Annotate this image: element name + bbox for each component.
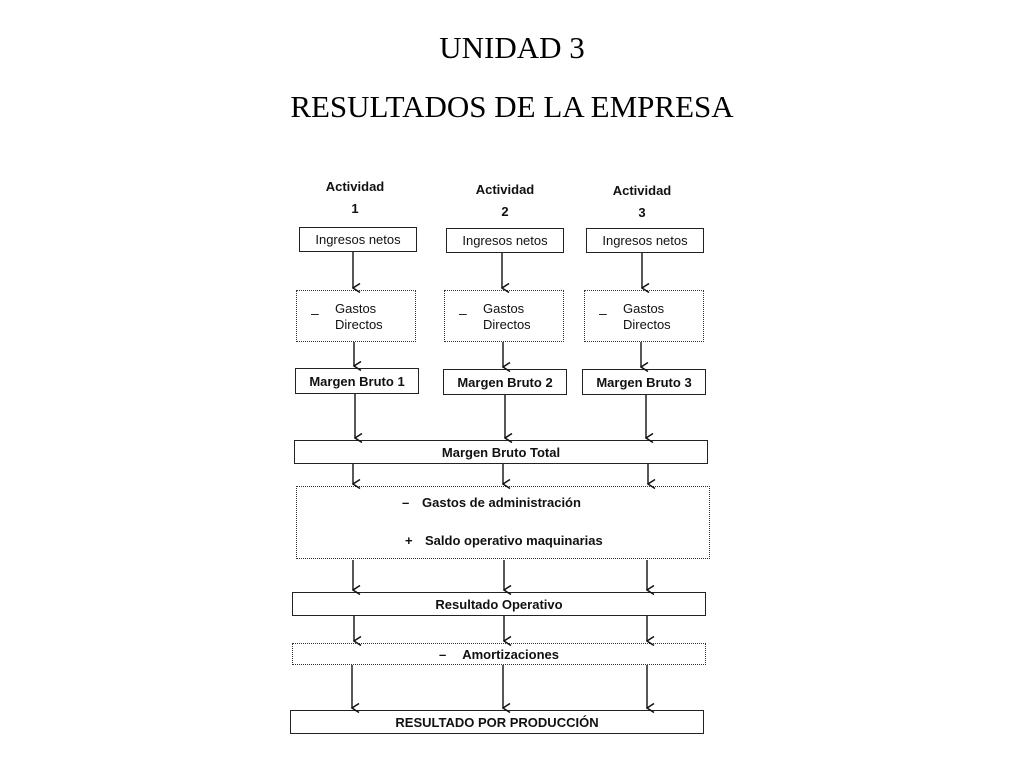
activity-2-ingresos-box: Ingresos netos xyxy=(446,228,564,253)
activity-1-gastos-sign: – xyxy=(311,305,319,321)
activity-3-gastos-line2: Directos xyxy=(623,317,671,332)
activity-3-label: Actividad 3 xyxy=(587,180,697,224)
amortizaciones-sign: – xyxy=(438,646,447,662)
activity-2-number: 2 xyxy=(501,204,509,219)
activity-2-gastos-line2: Directos xyxy=(483,317,531,332)
activity-3-gastos-sign: – xyxy=(599,305,607,321)
slide-title-line2: RESULTADOS DE LA EMPRESA xyxy=(290,89,734,124)
gastos-admin-text: Gastos de administración xyxy=(422,495,581,510)
activity-3-ingresos-box: Ingresos netos xyxy=(586,228,704,253)
activity-3-margen-text: Margen Bruto 3 xyxy=(596,374,692,390)
activity-3-ingresos-text: Ingresos netos xyxy=(602,233,688,248)
activity-1-number: 1 xyxy=(351,201,359,216)
activity-1-gastos-line1: Gastos xyxy=(335,301,377,316)
amortizaciones-box: –Amortizaciones xyxy=(292,643,706,665)
activity-3-margen-box: Margen Bruto 3 xyxy=(582,369,706,395)
activity-1-name: Actividad xyxy=(325,179,385,194)
saldo-maquinarias-sign: + xyxy=(405,533,413,548)
resultado-produccion-box: RESULTADO POR PRODUCCIÓN xyxy=(290,710,704,734)
activity-2-ingresos-text: Ingresos netos xyxy=(462,233,548,248)
amortizaciones-text: Amortizaciones xyxy=(462,646,560,662)
saldo-maquinarias-line: + Saldo operativo maquinarias xyxy=(405,533,603,548)
activity-3-name: Actividad xyxy=(612,183,672,198)
resultado-operativo-box: Resultado Operativo xyxy=(292,592,706,616)
resultado-operativo-text: Resultado Operativo xyxy=(435,596,563,612)
activity-2-gastos-box: – Gastos Directos xyxy=(444,290,564,342)
margen-bruto-total-box: Margen Bruto Total xyxy=(294,440,708,464)
activity-3-gastos-line1: Gastos xyxy=(623,301,665,316)
activity-1-gastos-line2: Directos xyxy=(335,317,383,332)
activity-1-ingresos-text: Ingresos netos xyxy=(315,232,401,247)
slide-title-line1: UNIDAD 3 xyxy=(439,30,585,65)
activity-1-margen-box: Margen Bruto 1 xyxy=(295,368,419,394)
activity-1-margen-text: Margen Bruto 1 xyxy=(309,373,405,389)
activity-1-gastos-box: – Gastos Directos xyxy=(296,290,416,342)
activity-2-name: Actividad xyxy=(475,182,535,197)
activity-3-gastos-box: – Gastos Directos xyxy=(584,290,704,342)
saldo-maquinarias-text: Saldo operativo maquinarias xyxy=(425,533,603,548)
ajustes-operativos-box: –Gastos de administración + Saldo operati… xyxy=(296,486,710,559)
margen-bruto-total-text: Margen Bruto Total xyxy=(441,444,561,460)
activity-2-margen-text: Margen Bruto 2 xyxy=(457,374,553,390)
resultado-produccion-text: RESULTADO POR PRODUCCIÓN xyxy=(395,714,599,730)
gastos-admin-sign: – xyxy=(402,495,410,510)
activity-1-label: Actividad 1 xyxy=(300,176,410,220)
gastos-admin-line: –Gastos de administración xyxy=(402,495,581,510)
activity-2-gastos-line1: Gastos xyxy=(483,301,525,316)
activity-1-ingresos-box: Ingresos netos xyxy=(299,227,417,252)
activity-2-gastos-sign: – xyxy=(459,305,467,321)
activity-2-label: Actividad 2 xyxy=(450,179,560,223)
activity-3-number: 3 xyxy=(638,205,646,220)
